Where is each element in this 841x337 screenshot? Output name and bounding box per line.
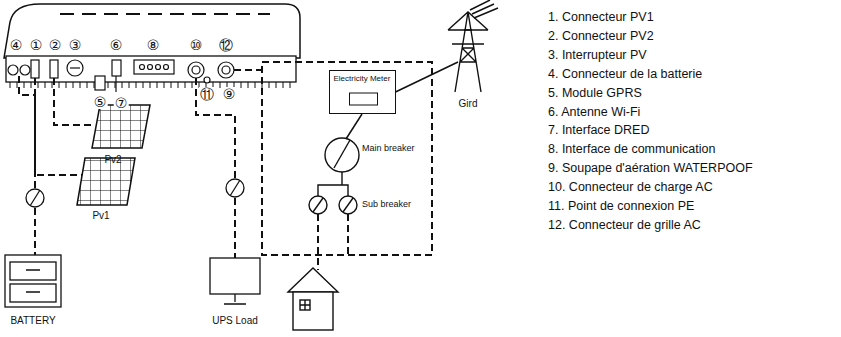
breaker-label: Main breaker bbox=[362, 143, 415, 153]
load-label: UPS Load bbox=[212, 315, 258, 327]
legend-item-text: 10. Connecteur de charge AC bbox=[548, 180, 713, 194]
legend-item-text: 9. Soupape d'aération WATERPOOF bbox=[548, 161, 753, 175]
legend-item-text: 1. Connecteur PV1 bbox=[548, 10, 654, 24]
panel-label: Pv1 bbox=[92, 210, 109, 222]
legend-item-text: 6. Antenne Wi-Fi bbox=[548, 105, 640, 119]
grid-label: Gird bbox=[459, 98, 478, 110]
meter-wire bbox=[346, 114, 362, 139]
meter-box: Electricity Meter bbox=[329, 70, 396, 114]
callout-number: ⑥ bbox=[109, 38, 124, 52]
inverter-body bbox=[4, 4, 300, 58]
grid-pylon bbox=[448, 0, 498, 92]
inverter-underside bbox=[6, 56, 296, 82]
callout-number: ① bbox=[29, 38, 44, 52]
legend-item-text: 3. Interrupteur PV bbox=[548, 48, 647, 62]
callout-number: ④ bbox=[9, 38, 24, 52]
breaker-label: Sub breaker bbox=[362, 199, 411, 209]
ups-load-symbol bbox=[210, 258, 260, 304]
callout-number: ② bbox=[48, 38, 63, 52]
panel-label: Pv2 bbox=[104, 154, 121, 166]
pv-panel bbox=[92, 105, 150, 148]
inverter-display bbox=[60, 13, 270, 15]
callout-number: ⑪ bbox=[199, 87, 215, 101]
cooling-fins bbox=[10, 82, 290, 88]
callout-number: ⑤ bbox=[93, 95, 108, 109]
meter-wire bbox=[396, 62, 459, 92]
meter-text: Electricity Meter bbox=[334, 74, 391, 83]
breakers bbox=[309, 138, 359, 214]
callout-number: ⑦ bbox=[114, 96, 129, 110]
callout-number: ⑨ bbox=[222, 87, 237, 101]
callout-number: ⑫ bbox=[218, 38, 234, 52]
legend-item-text: 11. Point de connexion PE bbox=[548, 199, 694, 213]
battery-symbol bbox=[5, 255, 61, 307]
legend-item-text: 5. Module GPRS bbox=[548, 86, 642, 100]
callout-number: ③ bbox=[68, 38, 83, 52]
dashed-wires bbox=[19, 62, 432, 270]
legend-item-text: 4. Connecteur de la batterie bbox=[548, 67, 702, 81]
legend-item-text: 2. Connecteur PV2 bbox=[548, 29, 654, 43]
legend-item-text: 12. Connecteur de grille AC bbox=[548, 218, 701, 232]
battery-label: BATTERY bbox=[10, 315, 55, 327]
legend-item-text: 8. Interface de communication bbox=[548, 142, 715, 156]
legend-item-text: 7. Interface DRED bbox=[548, 123, 649, 137]
switch-symbols bbox=[26, 179, 244, 207]
house-symbol bbox=[288, 268, 338, 330]
callout-number: ⑩ bbox=[189, 38, 204, 52]
callout-number: ⑧ bbox=[146, 38, 161, 52]
